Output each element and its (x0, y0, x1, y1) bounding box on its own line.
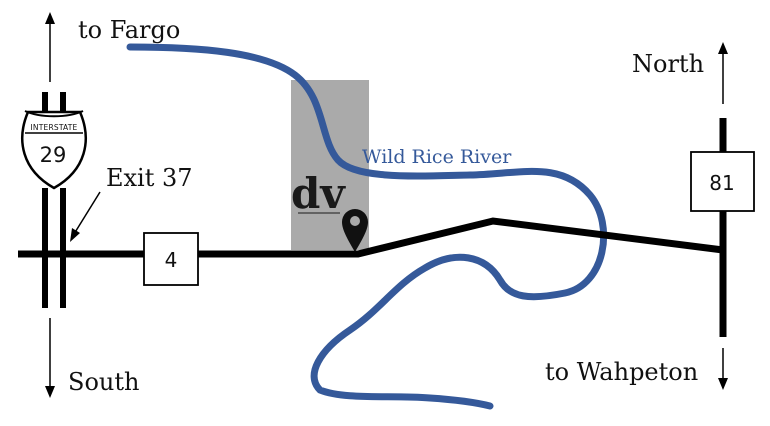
river-label: Wild Rice River (362, 146, 512, 168)
interstate-shield-icon: INTERSTATE 29 (21, 110, 87, 190)
route-4-sign: 4 (143, 232, 199, 286)
route-81-sign: 81 (690, 151, 755, 212)
arrow-icon (718, 348, 728, 390)
route-81-number: 81 (709, 171, 734, 195)
route-4-number: 4 (165, 248, 178, 272)
interstate-number: 29 (40, 143, 67, 167)
wild-rice-river (126, 43, 608, 410)
logo: dv (291, 169, 346, 218)
north-city-label: to Fargo (78, 16, 180, 44)
map-pin-icon (342, 209, 368, 252)
exit-label: Exit 37 (106, 164, 193, 192)
north-label: North (632, 50, 704, 78)
arrow-icon (45, 318, 55, 398)
arrow-icon (45, 12, 55, 82)
exit-pointer-arrow (70, 191, 101, 242)
interstate-header: INTERSTATE (31, 123, 78, 132)
south-city-label: to Wahpeton (545, 358, 698, 386)
arrow-icon (718, 42, 728, 104)
county-road-4 (18, 217, 724, 258)
south-label: South (68, 368, 139, 396)
